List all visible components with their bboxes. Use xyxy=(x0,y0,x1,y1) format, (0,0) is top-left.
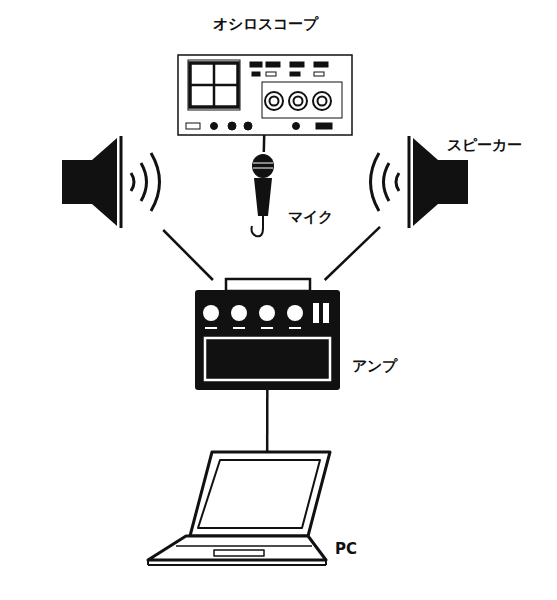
oscilloscope-node: オシロスコープ xyxy=(178,55,352,135)
cable-line xyxy=(263,135,266,152)
microphone-drawing xyxy=(252,154,275,236)
device-label: PC xyxy=(335,540,357,558)
cable-line xyxy=(266,390,269,452)
device-label: マイク xyxy=(288,208,333,226)
amplifier-node: アンプ xyxy=(195,280,340,390)
cable-line xyxy=(325,227,380,280)
cable-line xyxy=(163,230,213,280)
speaker-node xyxy=(60,135,172,230)
laptop-drawing xyxy=(148,452,330,565)
left-speaker-drawing xyxy=(62,136,160,228)
device-label: スピーカー xyxy=(447,136,522,154)
speaker-node: スピーカー xyxy=(380,135,472,230)
device-label: オシロスコープ xyxy=(178,15,352,33)
laptop-pc-node: PC xyxy=(185,452,349,565)
microphone-node: マイク xyxy=(250,152,276,234)
device-label: アンプ xyxy=(352,357,397,375)
oscilloscope-drawing xyxy=(178,55,352,135)
amplifier-drawing xyxy=(195,279,340,390)
